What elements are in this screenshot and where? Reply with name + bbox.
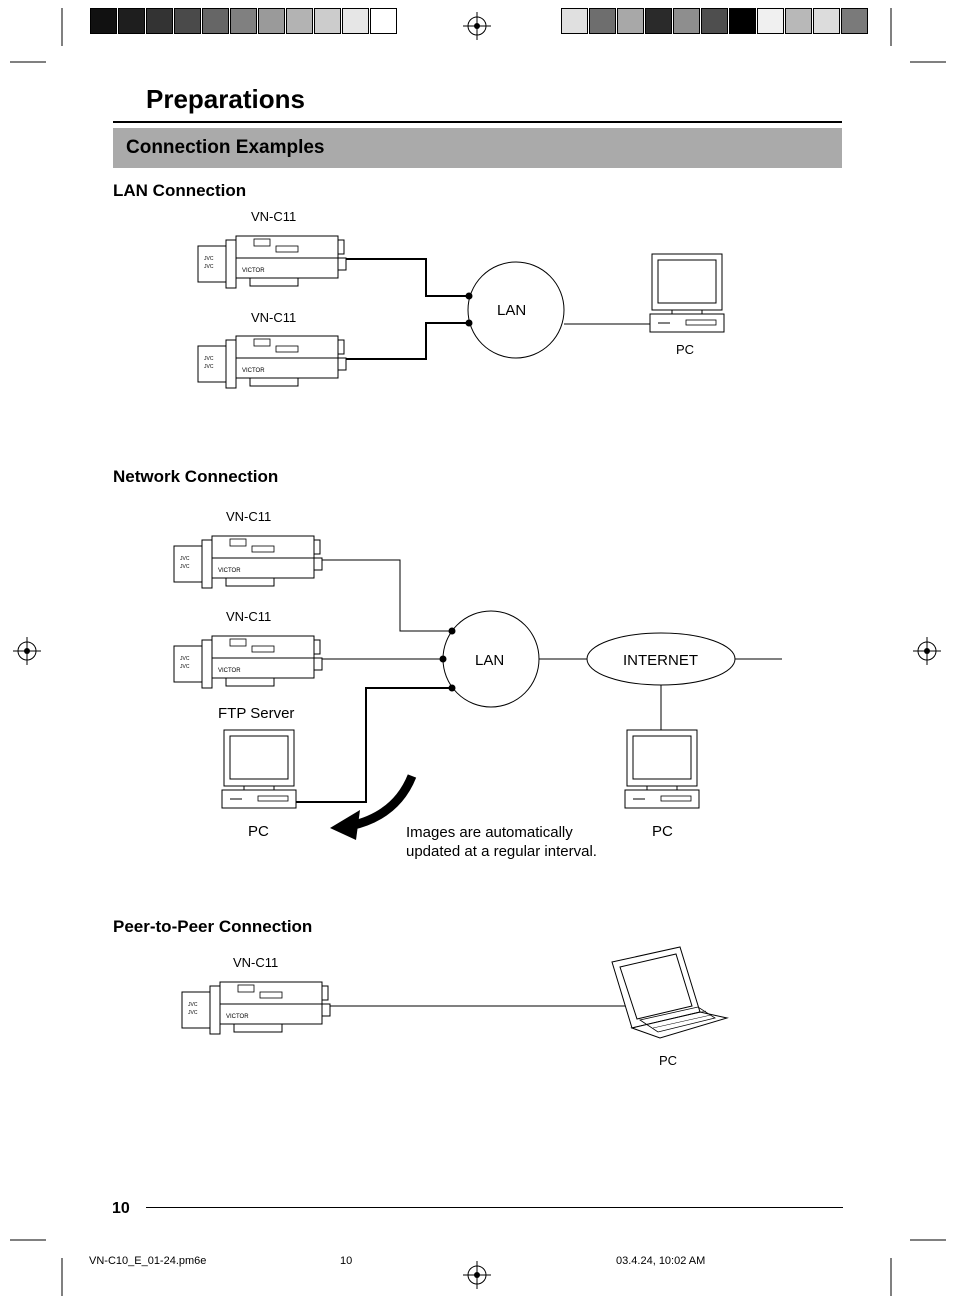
color-swatch (230, 8, 257, 34)
color-swatch (673, 8, 700, 34)
lan-network-label: LAN (497, 302, 527, 319)
color-swatch (729, 8, 756, 34)
page-number: 10 (112, 1200, 130, 1217)
p2p-camera-label: VN-C11 (233, 955, 279, 970)
p2p-pc-label: PC (659, 1053, 678, 1068)
swatch-bar-left (90, 8, 398, 34)
remote-pc-label: PC (652, 823, 673, 840)
lan-heading: LAN Connection (113, 181, 247, 200)
color-swatch (589, 8, 616, 34)
net-camera-1 (173, 535, 323, 589)
color-swatch (813, 8, 840, 34)
lan-pc-label: PC (676, 342, 695, 357)
net-lan-label: LAN (475, 652, 505, 669)
color-swatch (342, 8, 369, 34)
title-rule (113, 121, 842, 123)
remote-pc (624, 729, 700, 809)
lan-cloud (467, 261, 565, 359)
lan-camera-1 (197, 235, 347, 289)
color-swatch (118, 8, 145, 34)
color-swatch (370, 8, 397, 34)
ftp-pc-label: PC (248, 823, 269, 840)
color-swatch (701, 8, 728, 34)
color-swatch (286, 8, 313, 34)
color-swatch (841, 8, 868, 34)
page-title: Preparations (146, 84, 305, 114)
swatch-bar-right (561, 8, 869, 34)
update-note-line-1: Images are automatically (406, 824, 573, 841)
lan-camera-1-label: VN-C11 (251, 209, 297, 224)
update-note-line-2: updated at a regular interval. (406, 843, 597, 860)
color-swatch (785, 8, 812, 34)
net-camera-2-label: VN-C11 (226, 609, 272, 624)
net-camera-1-label: VN-C11 (226, 509, 272, 524)
laptop (611, 946, 729, 1039)
color-swatch (202, 8, 229, 34)
color-swatch (757, 8, 784, 34)
color-swatch (174, 8, 201, 34)
p2p-heading: Peer-to-Peer Connection (113, 917, 313, 936)
ftp-server-label: FTP Server (218, 705, 295, 722)
section-banner (113, 128, 842, 168)
color-swatch (617, 8, 644, 34)
lan-camera-2-label: VN-C11 (251, 310, 297, 325)
lan-pc (649, 253, 725, 333)
section-banner-title: Connection Examples (126, 137, 325, 158)
color-swatch (645, 8, 672, 34)
footer-page: 10 (340, 1255, 353, 1267)
update-arrow (348, 774, 417, 831)
color-swatch (258, 8, 285, 34)
color-swatch (314, 8, 341, 34)
color-swatch (90, 8, 117, 34)
color-swatch (561, 8, 588, 34)
internet-label: INTERNET (623, 652, 698, 669)
lan-camera-2 (197, 335, 347, 389)
footer-timestamp: 03.4.24, 10:02 AM (616, 1255, 706, 1267)
ftp-server-pc (221, 729, 297, 809)
footer-rule (146, 1207, 843, 1208)
footer-file: VN-C10_E_01-24.pm6e (89, 1255, 207, 1267)
network-heading: Network Connection (113, 467, 279, 486)
color-swatch (146, 8, 173, 34)
p2p-camera (181, 981, 331, 1035)
net-camera-2 (173, 635, 323, 689)
